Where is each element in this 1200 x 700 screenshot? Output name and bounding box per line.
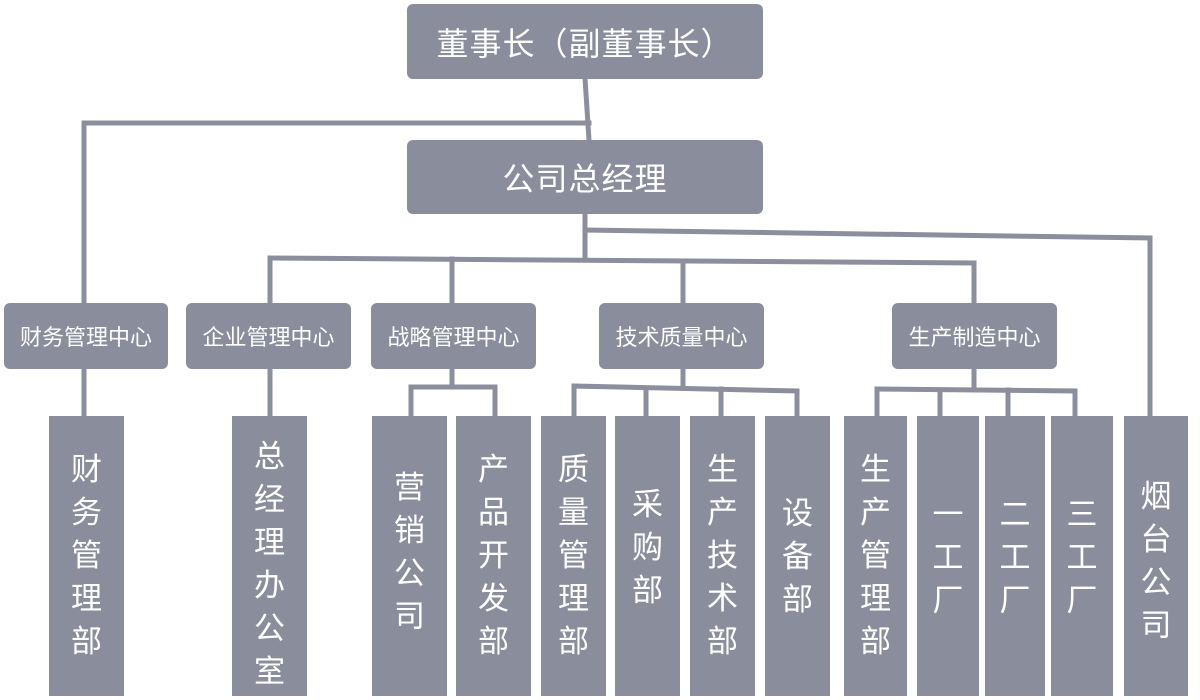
center-strategy-label: 战略管理中心 — [387, 326, 520, 351]
dept-factory-1-label: 一工厂 — [932, 497, 964, 619]
dept-gm-office: 总经理办公室 — [232, 416, 307, 696]
center-tech-quality: 技术质量中心 — [599, 303, 764, 369]
general-manager-box: 公司总经理 — [407, 140, 763, 214]
dept-yantai-company: 烟台公司 — [1124, 416, 1188, 696]
center-strategy: 战略管理中心 — [371, 303, 536, 369]
dept-factory-3: 三工厂 — [1051, 416, 1113, 696]
dept-marketing: 营销公司 — [372, 416, 447, 696]
dept-prod-tech-label: 生产技术部 — [707, 452, 738, 660]
dept-product-dev: 产品开发部 — [456, 416, 531, 696]
center-enterprise: 企业管理中心 — [186, 303, 351, 369]
chairman-box: 董事长（副董事长） — [407, 4, 763, 79]
dept-equipment: 设备部 — [765, 416, 830, 696]
dept-factory-2-label: 二工厂 — [999, 497, 1031, 619]
dept-prod-tech: 生产技术部 — [690, 416, 755, 696]
dept-quality-mgmt-label: 质量管理部 — [558, 452, 589, 660]
dept-marketing-label: 营销公司 — [394, 470, 425, 635]
dept-prod-mgmt: 生产管理部 — [844, 416, 907, 696]
dept-product-dev-label: 产品开发部 — [478, 452, 509, 660]
dept-finance-label: 财务管理部 — [71, 452, 102, 660]
center-enterprise-label: 企业管理中心 — [202, 326, 335, 351]
chairman-label: 董事长（副董事长） — [436, 24, 734, 63]
dept-purchasing-label: 采购部 — [632, 487, 663, 609]
center-tech-quality-label: 技术质量中心 — [615, 326, 748, 351]
dept-factory-1: 一工厂 — [917, 416, 979, 696]
dept-finance: 财务管理部 — [49, 416, 124, 696]
center-production: 生产制造中心 — [892, 303, 1057, 369]
center-finance: 财务管理中心 — [4, 303, 168, 369]
dept-quality-mgmt: 质量管理部 — [541, 416, 606, 696]
dept-purchasing: 采购部 — [615, 416, 680, 696]
dept-prod-mgmt-label: 生产管理部 — [860, 452, 891, 660]
dept-factory-2: 二工厂 — [985, 416, 1045, 696]
dept-yantai-company-label: 烟台公司 — [1140, 479, 1172, 644]
general-manager-label: 公司总经理 — [502, 160, 668, 198]
dept-factory-3-label: 三工厂 — [1066, 497, 1098, 619]
dept-equipment-label: 设备部 — [782, 496, 813, 618]
center-finance-label: 财务管理中心 — [19, 326, 152, 351]
center-production-label: 生产制造中心 — [908, 326, 1041, 351]
dept-gm-office-label: 总经理办公室 — [254, 439, 285, 690]
